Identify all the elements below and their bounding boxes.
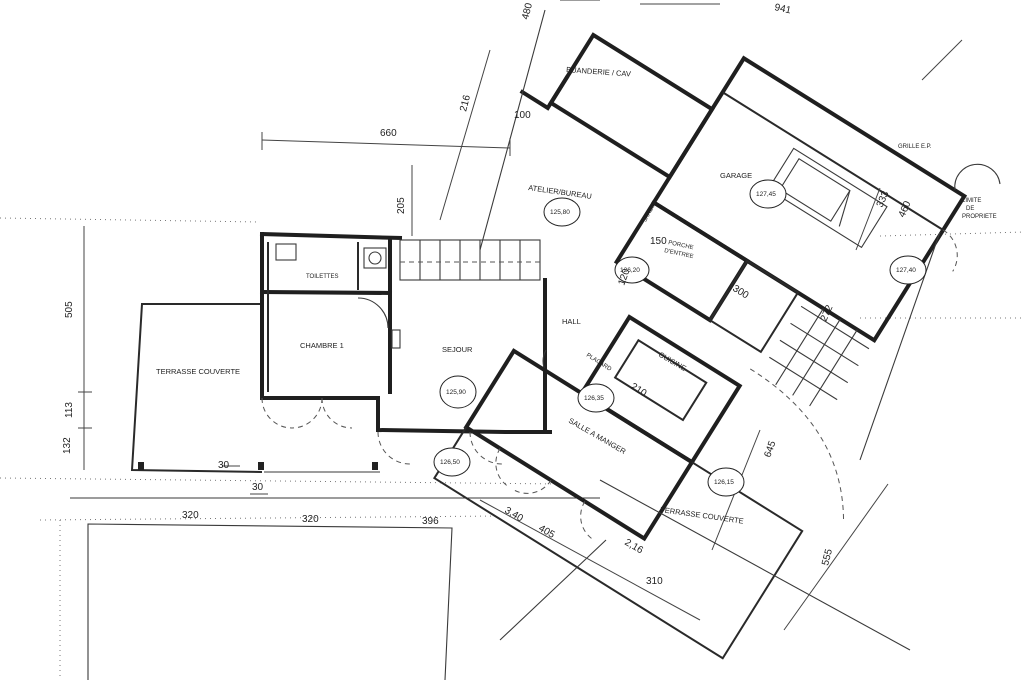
svg-text:125,90: 125,90 (446, 389, 466, 396)
label-hall: HALL (562, 317, 581, 326)
dim-150: 150 (650, 236, 667, 247)
dim-941: 941 (773, 2, 792, 16)
dimension-labels: 941 480 216 100 660 205 505 113 132 30 3… (62, 1, 914, 587)
dim-333: 333 (875, 189, 892, 209)
label-cuisine: CUISINE (657, 350, 688, 373)
terrace-left (130, 303, 380, 473)
svg-text:127,40: 127,40 (896, 267, 916, 274)
dim-480-top: 480 (520, 1, 535, 20)
level-atelier: 125,80 (543, 197, 581, 227)
level-terrasse-sejour: 126,50 (433, 447, 471, 477)
level-sejour: 125,90 (439, 375, 477, 409)
dim-30-b: 30 (252, 482, 264, 493)
svg-text:127,45: 127,45 (756, 191, 776, 198)
dim-113: 113 (64, 402, 75, 418)
scan-marks (0, 217, 1024, 680)
svg-text:126,20: 126,20 (620, 267, 640, 274)
dim-396: 396 (422, 516, 439, 527)
label-sejour: SEJOUR (442, 345, 473, 354)
level-outside: 127,40 (889, 255, 927, 285)
dim-30-a: 30 (218, 460, 230, 471)
door-swings-left (261, 297, 547, 465)
dim-320-a: 320 (182, 510, 199, 521)
label-buanderie: BUANDERIE / CAV (566, 65, 631, 79)
level-garage: 127,45 (749, 179, 787, 209)
dim-310: 310 (646, 576, 663, 587)
label-grille: GRILLE E.P. (898, 144, 932, 150)
label-limite-2: DE (966, 206, 974, 212)
level-salle: 126,35 (577, 383, 615, 413)
svg-text:126,35: 126,35 (584, 395, 604, 402)
dim-216-b: 2,16 (623, 537, 646, 556)
label-terrasse-right: TERRASSE COUVERTE (660, 505, 744, 526)
right-wing (432, 32, 968, 660)
dim-405: 405 (537, 523, 557, 541)
label-salle: SALLE A MANGER (567, 416, 628, 456)
stairs-sejour (399, 239, 541, 281)
dim-132: 132 (62, 437, 73, 454)
dim-555: 555 (820, 547, 835, 566)
dim-660: 660 (380, 128, 397, 139)
label-garage: GARAGE (720, 171, 752, 180)
label-chambre: CHAMBRE 1 (300, 341, 344, 350)
dim-100: 100 (514, 110, 531, 121)
label-jardin: JARDIN (642, 201, 657, 223)
label-porche: PORCHE (668, 240, 694, 251)
level-porche: 126,20 (614, 256, 650, 284)
label-terrasse-left: TERRASSE COUVERTE (156, 367, 240, 376)
boundaries (479, 0, 1001, 651)
level-markers: 127,45 125,80 126,20 127,40 125,90 126,3… (433, 179, 927, 497)
dim-205: 205 (396, 197, 407, 214)
label-limite-3: PROPRIETE (962, 214, 997, 220)
level-terrasse-right: 126,15 (707, 467, 745, 497)
dim-300: 300 (730, 283, 750, 301)
svg-text:126,50: 126,50 (440, 459, 460, 466)
dim-645: 645 (762, 439, 778, 459)
label-toilettes: TOILETTES (306, 274, 339, 280)
dimension-lines (78, 3, 963, 631)
walls-left-block (259, 231, 552, 434)
dim-216: 216 (458, 93, 473, 112)
label-placard: PLACARD (585, 353, 613, 373)
svg-text:126,15: 126,15 (714, 479, 734, 486)
room-labels: BUANDERIE / CAV GARAGE ATELIER/BUREAU JA… (156, 65, 997, 526)
svg-text:125,80: 125,80 (550, 209, 570, 216)
label-limite-1: LIMITE (962, 198, 981, 204)
dim-320-b: 320 (302, 514, 319, 525)
dim-505: 505 (64, 301, 75, 318)
lower-parcel (70, 497, 600, 681)
